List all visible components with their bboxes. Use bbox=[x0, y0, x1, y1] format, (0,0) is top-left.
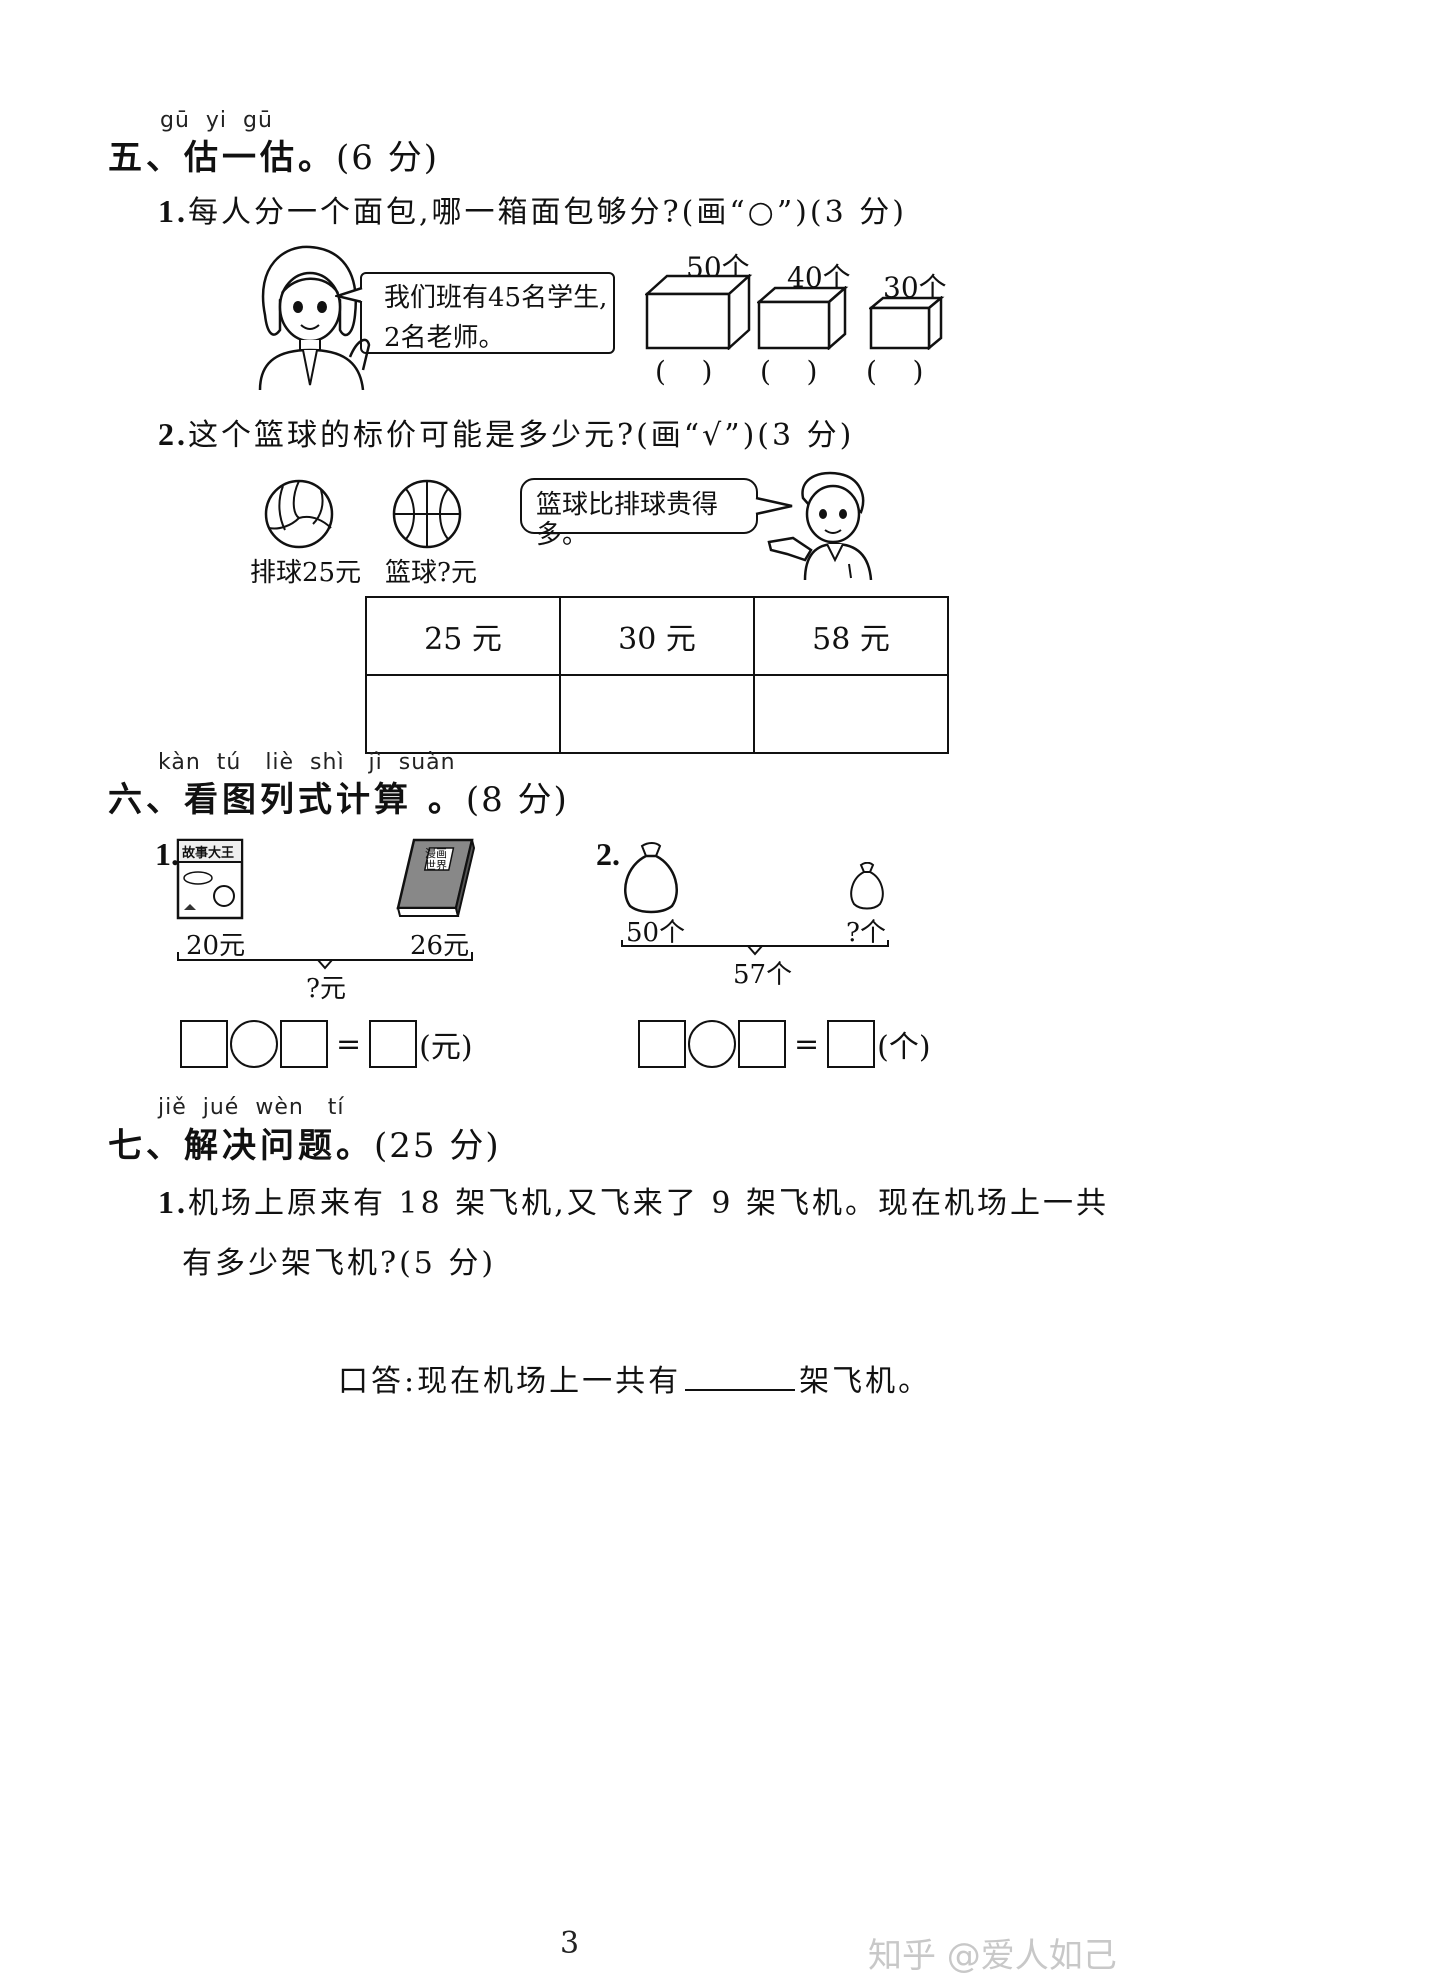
p2-result-box[interactable] bbox=[827, 1020, 876, 1068]
volleyball-icon bbox=[264, 479, 334, 549]
p1-operand-box-1[interactable] bbox=[180, 1020, 228, 1068]
answer-cell-58[interactable] bbox=[753, 674, 949, 754]
girl-illustration bbox=[258, 245, 371, 390]
p1-operand-box-2[interactable] bbox=[280, 1020, 328, 1068]
p1-label-left: 20元 bbox=[186, 931, 246, 961]
p2-label-right: ?个 bbox=[846, 918, 886, 948]
p2-operator-circle[interactable] bbox=[688, 1020, 736, 1068]
q2-number: 2. bbox=[158, 416, 188, 452]
section5-q2: 2.这个篮球的标价可能是多少元?(画“√”)(3 分) bbox=[158, 410, 854, 454]
section5-pinyin: gū yi gū bbox=[160, 108, 273, 133]
page-number: 3 bbox=[560, 1926, 580, 1961]
boy-bubble-text: 篮球比排球贵得多。 bbox=[536, 490, 719, 550]
p1-result-box[interactable] bbox=[369, 1020, 418, 1068]
bubble-tail bbox=[335, 286, 365, 304]
p1-equation: = (元) bbox=[180, 1020, 473, 1068]
section7-title: 七、解决问题。(25 分) bbox=[108, 1118, 501, 1167]
section5-title: 五、估一估。(6 分) bbox=[108, 130, 439, 179]
q1-text: 每人分一个面包,哪一箱面包够分?(画“○”)(3 分) bbox=[188, 195, 907, 230]
price-cell-25: 25 元 bbox=[365, 596, 561, 676]
section5-q1: 1.每人分一个面包,哪一箱面包够分?(画“○”)(3 分) bbox=[158, 187, 907, 231]
comic-book-icon bbox=[396, 838, 476, 917]
section7-points: (25 分) bbox=[374, 1126, 501, 1166]
boy-speech-bubble: 篮球比排球贵得多。 bbox=[520, 478, 758, 550]
book2-title: 漫画世界 bbox=[425, 847, 447, 872]
p1-operator-circle[interactable] bbox=[230, 1020, 278, 1068]
section6-title: 六、看图列式计算 。(8 分) bbox=[108, 772, 569, 821]
q2-text: 这个篮球的标价可能是多少元?(画“√”)(3 分) bbox=[188, 418, 855, 453]
p1-equals: = bbox=[336, 1026, 362, 1062]
small-bag-icon bbox=[850, 862, 884, 910]
p2-equals: = bbox=[794, 1026, 820, 1062]
answer-cell-30[interactable] bbox=[559, 674, 755, 754]
s7-answer-prefix: 口答:现在机场上一共有 bbox=[338, 1364, 682, 1399]
section6-points: (8 分) bbox=[465, 780, 569, 820]
section5-title-text: 五、估一估。 bbox=[108, 138, 336, 178]
watermark: 知乎 @爱人如己 bbox=[868, 1936, 1117, 1976]
s7-answer-blank[interactable] bbox=[685, 1359, 796, 1391]
p1-total: ?元 bbox=[306, 974, 346, 1004]
box-answer-40[interactable]: ( ) bbox=[760, 355, 818, 388]
boy-bubble-tail bbox=[754, 496, 793, 516]
volleyball-label: 排球25元 bbox=[250, 558, 362, 588]
basketball-icon bbox=[392, 479, 462, 549]
p1-unit: (元) bbox=[419, 1030, 473, 1065]
p2-operand-box-2[interactable] bbox=[738, 1020, 786, 1068]
answer-row bbox=[365, 674, 949, 754]
section5-points: (6 分) bbox=[336, 138, 439, 178]
bread-box-medium bbox=[757, 286, 849, 350]
bubble-line-1: 我们班有45名学生, bbox=[384, 283, 608, 313]
p1-label-right: 26元 bbox=[410, 931, 470, 961]
p2-unit: (个) bbox=[877, 1030, 931, 1065]
s7-q1-line2: 有多少架飞机?(5 分) bbox=[182, 1246, 497, 1281]
p2-number: 2. bbox=[596, 836, 620, 872]
price-cell-58: 58 元 bbox=[753, 596, 949, 676]
price-table: 25 元 30 元 58 元 bbox=[365, 596, 949, 754]
section7-pinyin: jiě jué wèn tí bbox=[158, 1095, 345, 1120]
price-cell-30: 30 元 bbox=[559, 596, 755, 676]
bread-box-large bbox=[645, 274, 753, 350]
book1-title: 故事大王 bbox=[182, 846, 235, 861]
box-answer-50[interactable]: ( ) bbox=[655, 355, 713, 388]
section7-title-text: 七、解决问题。 bbox=[108, 1126, 374, 1166]
boy-illustration bbox=[767, 471, 873, 580]
s7-q1-line1: 机场上原来有 18 架飞机,又飞来了 9 架飞机。现在机场上一共 bbox=[188, 1186, 1109, 1221]
girl-speech-bubble: 我们班有45名学生, 2名老师。 bbox=[360, 272, 615, 354]
p2-total: 57个 bbox=[733, 960, 793, 990]
bread-box-small bbox=[869, 296, 945, 350]
basketball-label: 篮球?元 bbox=[385, 558, 477, 588]
storybook-icon bbox=[176, 838, 244, 920]
box-answer-30[interactable]: ( ) bbox=[866, 355, 924, 388]
price-row: 25 元 30 元 58 元 bbox=[365, 596, 949, 676]
section6-pinyin: kàn tú liè shì jì suàn bbox=[158, 750, 456, 775]
p2-operand-box-1[interactable] bbox=[638, 1020, 686, 1068]
answer-cell-25[interactable] bbox=[365, 674, 561, 754]
q1-number: 1. bbox=[158, 193, 188, 229]
p2-label-left: 50个 bbox=[626, 918, 686, 948]
p1-number: 1. bbox=[155, 836, 179, 872]
s7-answer-suffix: 架飞机。 bbox=[799, 1364, 932, 1399]
p2-equation: = (个) bbox=[638, 1020, 931, 1068]
s7-q1-number: 1. bbox=[158, 1184, 188, 1220]
bubble-line-2: 2名老师。 bbox=[384, 323, 505, 353]
large-bag-icon bbox=[624, 842, 678, 914]
p1-brace bbox=[177, 952, 473, 970]
section7-q1: 1.机场上原来有 18 架飞机,又飞来了 9 架飞机。现在机场上一共 bbox=[158, 1178, 1109, 1222]
section6-title-text: 六、看图列式计算 。 bbox=[108, 780, 466, 820]
p2-brace bbox=[621, 940, 889, 956]
s7-answer: 口答:现在机场上一共有 架飞机。 bbox=[338, 1356, 931, 1400]
